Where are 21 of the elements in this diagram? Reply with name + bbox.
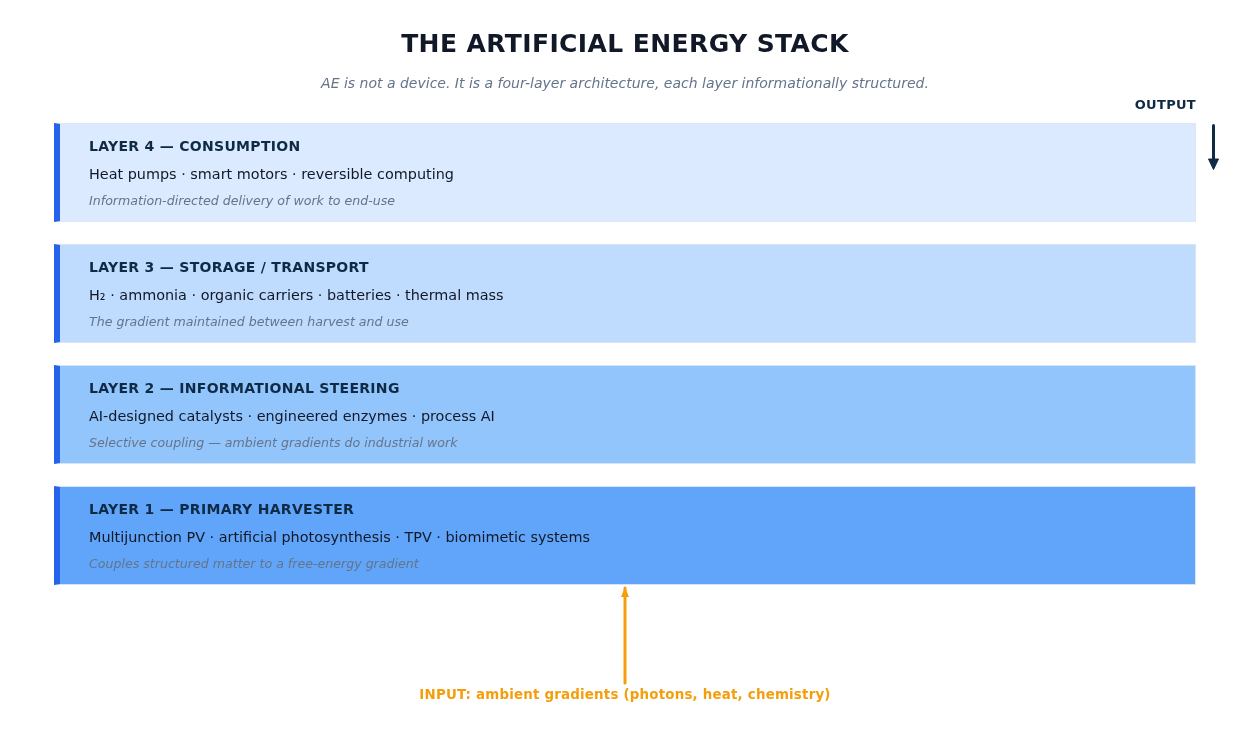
layer-band [54, 244, 1196, 343]
subtitle: AE is not a device. It is a four-layer architecture, each layer informationally structured. [321, 74, 929, 92]
layer-description: Multijunction PV · artificial photosynthesis · TPV · biomimetic systems [89, 528, 590, 546]
layer-heading: LAYER 1 — PRIMARY HARVESTER [89, 500, 355, 518]
layer-heading: LAYER 2 — INFORMATIONAL STEERING [89, 379, 400, 397]
layer-note: The gradient maintained between harvest and use [89, 314, 409, 330]
layer-description: AI-designed catalysts · engineered enzymes · process AI [89, 407, 495, 425]
output-label: OUTPUT [1134, 97, 1196, 113]
layer-heading: LAYER 3 — STORAGE / TRANSPORT [89, 258, 369, 276]
layer-heading: LAYER 4 — CONSUMPTION [89, 137, 301, 155]
layer-band [54, 486, 1196, 585]
diagram-title: THE ARTIFICIAL ENERGY STACK [401, 28, 849, 60]
layer-description: H₂ · ammonia · organic carriers · batteries · thermal mass [89, 286, 504, 304]
layer-band [54, 365, 1196, 464]
layer-note: Selective coupling — ambient gradients do industrial work [89, 435, 458, 451]
arrow [621, 586, 629, 685]
layer-note: Information-directed delivery of work to end-use [89, 193, 396, 209]
layer-band [54, 123, 1196, 222]
layer-description: Heat pumps · smart motors · reversible computing [89, 165, 454, 183]
input-label: INPUT: ambient gradients (photons, heat, chemistry) [419, 686, 831, 703]
layer-note: Couples structured matter to a free-energy gradient [89, 556, 419, 572]
